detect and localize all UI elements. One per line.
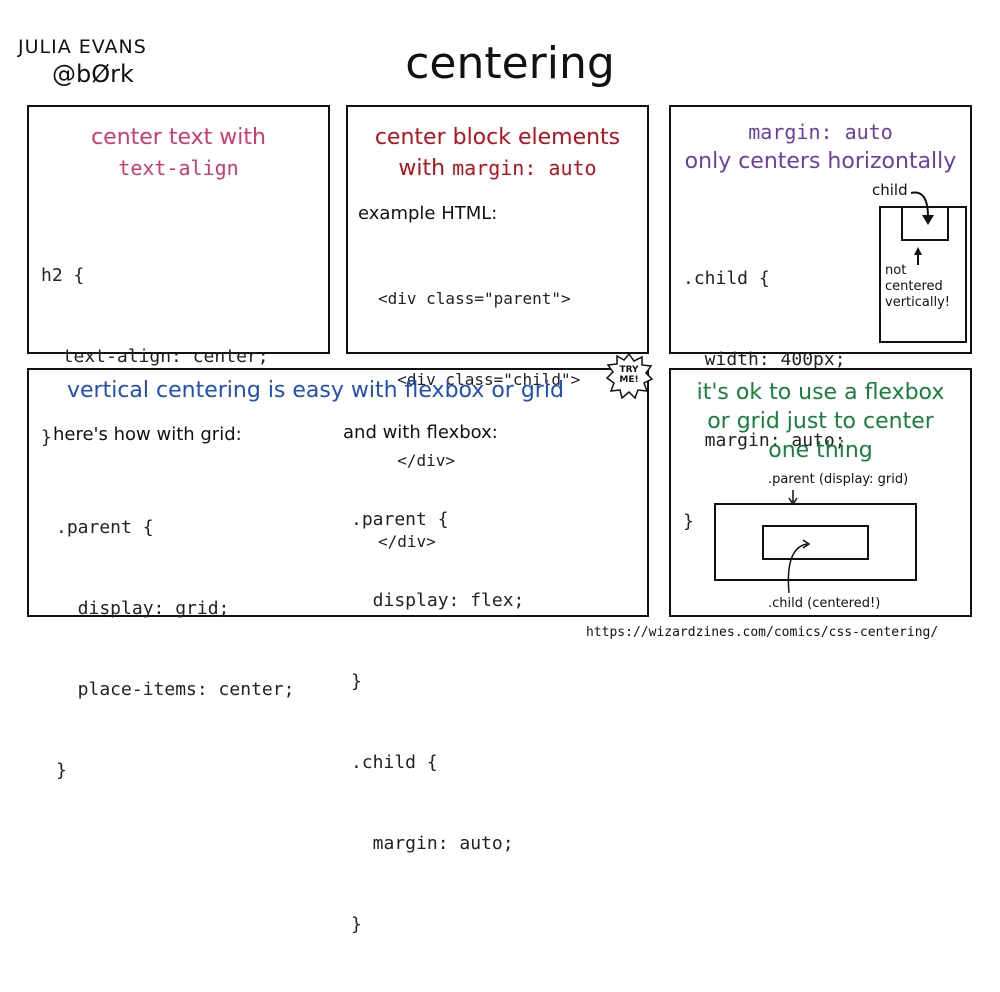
code-line: place-items: center; — [56, 679, 295, 700]
code-line: .child { — [351, 752, 438, 773]
code-line: } — [351, 671, 362, 692]
flex-heading: and with flexbox: — [343, 422, 498, 443]
panel-title-code: margin: auto — [748, 120, 893, 144]
parent-box — [714, 503, 917, 581]
code-line: .child { — [683, 268, 770, 289]
panel-title: it's ok to use a flexbox — [696, 380, 945, 405]
code-line: .parent { — [351, 509, 449, 530]
parent-label: .parent (display: grid) — [768, 472, 909, 487]
panel-vertical: vertical centering is easy with flexbox … — [27, 368, 649, 935]
starburst-icon — [605, 352, 653, 400]
arrow-icon — [910, 191, 934, 265]
author-handle: @bØrk — [52, 60, 134, 88]
code-line: <div class="parent"> — [378, 289, 571, 308]
child-label: .child (centered!) — [768, 596, 881, 611]
child-box — [901, 206, 949, 241]
note: centered — [885, 279, 943, 294]
try-me-label: TRY ME! — [619, 365, 639, 385]
panel-title: one thing — [768, 438, 873, 463]
code-line: display: flex; — [351, 590, 525, 611]
panel-title-code: margin: auto — [452, 156, 597, 180]
panel-title: center text with — [91, 125, 266, 150]
panel-title-code: text-align — [118, 156, 239, 180]
grid-heading: here's how with grid: — [53, 424, 242, 445]
child-label: child — [872, 181, 908, 199]
panel-title: or grid just to center — [707, 409, 934, 434]
note: not — [885, 263, 907, 278]
code-line: } — [41, 427, 52, 448]
panel-margin-auto: center block elements with margin: auto … — [346, 105, 649, 551]
code-line: margin: auto; — [351, 833, 514, 854]
panel-horizontal: margin: auto only centers horizontally .… — [669, 105, 972, 532]
code-line: } — [56, 760, 67, 781]
code-line: </div> — [378, 451, 456, 470]
author-name: JULIA EVANS — [18, 36, 147, 58]
code-line: text-align: center; — [41, 346, 269, 367]
code-line: margin: auto; — [683, 430, 846, 451]
code-line: } — [683, 511, 694, 532]
code-line: h2 { — [41, 265, 85, 286]
child-box — [762, 525, 869, 560]
panel-title: center block elements — [374, 125, 621, 150]
try-me-badge[interactable]: TRY ME! — [605, 352, 653, 400]
code-line: display: grid; — [56, 598, 230, 619]
code-line: <div class="child"> — [378, 370, 581, 389]
code-line: </div> — [378, 532, 436, 551]
panel-title: only centers horizontally — [684, 149, 957, 174]
page-title: centering — [405, 38, 615, 89]
subtitle: example HTML: — [358, 203, 498, 224]
arrow-icon — [787, 490, 811, 594]
panel-title: vertical centering is easy with flexbox … — [67, 378, 564, 403]
note: vertically! — [885, 295, 950, 310]
code-line: .parent { — [56, 517, 154, 538]
panel-title-prefix: with — [398, 156, 453, 181]
code-line: } — [351, 914, 362, 935]
footer-url[interactable]: https://wizardzines.com/comics/css-cente… — [586, 625, 939, 640]
code-line: width: 400px; — [683, 349, 846, 370]
panel-text-align: center text with text-align h2 { text-al… — [27, 105, 330, 448]
panel-ok: it's ok to use a flexbox or grid just to… — [669, 368, 972, 617]
